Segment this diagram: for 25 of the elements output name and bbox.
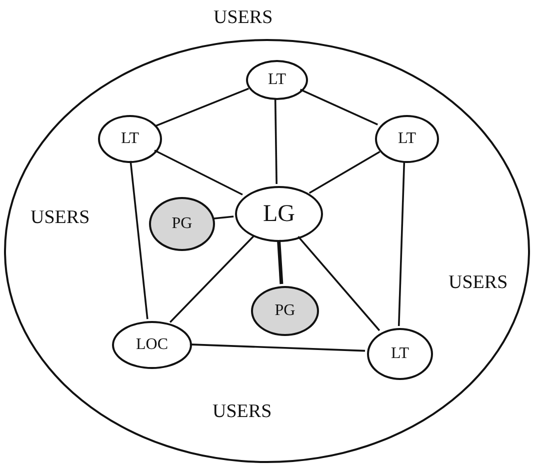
region-label: USERS bbox=[30, 207, 90, 229]
region-label: USERS bbox=[214, 7, 273, 29]
connector-line bbox=[130, 160, 148, 320]
ellipse-node: LT bbox=[375, 115, 439, 163]
ellipse-node: PG bbox=[149, 197, 215, 251]
ellipse-node: LT bbox=[367, 328, 433, 380]
connector-line bbox=[156, 88, 250, 127]
connector-line bbox=[298, 236, 380, 332]
ellipse-node: LT bbox=[246, 60, 308, 100]
ellipse-node: PG bbox=[251, 286, 319, 336]
region-label: USERS bbox=[448, 272, 508, 294]
connector-line bbox=[169, 235, 255, 323]
connector-line bbox=[300, 88, 378, 126]
connector-line bbox=[154, 150, 243, 196]
ellipse-node: LG bbox=[235, 186, 323, 242]
ellipse-node: LOC bbox=[112, 321, 192, 369]
boundary-ellipse bbox=[4, 39, 530, 463]
connector-line bbox=[274, 98, 278, 184]
connector-line bbox=[308, 151, 380, 194]
connector-line bbox=[190, 344, 366, 352]
connector-line bbox=[276, 240, 284, 284]
connector-line bbox=[212, 216, 234, 220]
region-label: USERS bbox=[212, 401, 272, 423]
connector-line bbox=[398, 160, 406, 326]
ellipse-node: LT bbox=[98, 115, 162, 163]
